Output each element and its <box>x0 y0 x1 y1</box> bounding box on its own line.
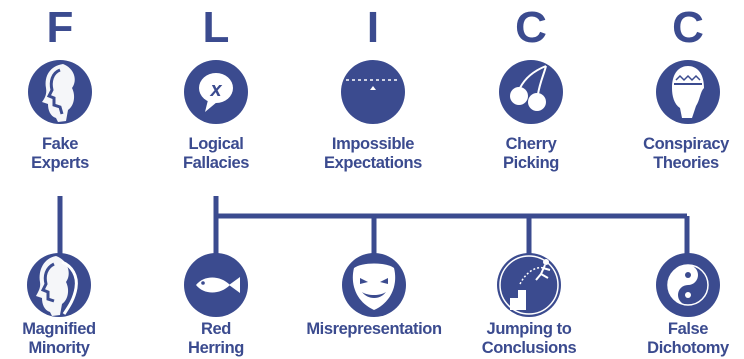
label-cherry-picking-line2: Picking <box>503 154 559 172</box>
label-fake-experts-line2: Experts <box>31 154 89 172</box>
fish-icon <box>184 253 248 317</box>
yin-yang-icon <box>656 253 720 317</box>
label-jumping-to-conclusions-line2: Conclusions <box>482 339 577 357</box>
mask-icon <box>342 253 406 317</box>
label-impossible-expectations-line1: Impossible <box>332 135 414 153</box>
dotted-line-icon <box>341 60 405 124</box>
tinfoil-hat-head-icon <box>656 60 720 124</box>
label-red-herring-line1: Red <box>201 320 231 338</box>
letter-c-first: C <box>515 3 547 52</box>
cherries-icon <box>499 60 563 124</box>
letter-c-second: C <box>672 3 704 52</box>
letter-f: F <box>47 3 74 52</box>
svg-text:x: x <box>209 79 222 101</box>
label-conspiracy-theories-line2: Theories <box>653 154 719 172</box>
connectors <box>57 196 690 258</box>
label-false-dichotomy-line1: False <box>668 320 708 338</box>
letter-l: L <box>203 3 230 52</box>
label-misrepresentation: Misrepresentation <box>306 320 442 338</box>
label-cherry-picking-line1: Cherry <box>506 135 558 153</box>
label-logical-fallacies-line1: Logical <box>189 135 244 153</box>
stairs-jumper-icon <box>497 253 561 317</box>
label-fake-experts-line1: Fake <box>42 135 78 153</box>
label-magnified-minority-line1: Magnified <box>22 320 95 338</box>
letter-i: I <box>367 3 379 52</box>
label-magnified-minority-line2: Minority <box>29 339 91 357</box>
label-red-herring-line2: Herring <box>188 339 244 357</box>
label-jumping-to-conclusions-line1: Jumping to <box>487 320 572 338</box>
label-logical-fallacies-line2: Fallacies <box>183 154 249 172</box>
face-profile-icon <box>28 60 92 124</box>
label-conspiracy-theories-line1: Conspiracy <box>643 135 730 153</box>
label-impossible-expectations-line2: Expectations <box>324 154 422 172</box>
label-false-dichotomy-line2: Dichotomy <box>647 339 730 357</box>
magnified-face-icon <box>27 253 91 317</box>
speech-bubble-x-icon: x <box>184 60 248 124</box>
